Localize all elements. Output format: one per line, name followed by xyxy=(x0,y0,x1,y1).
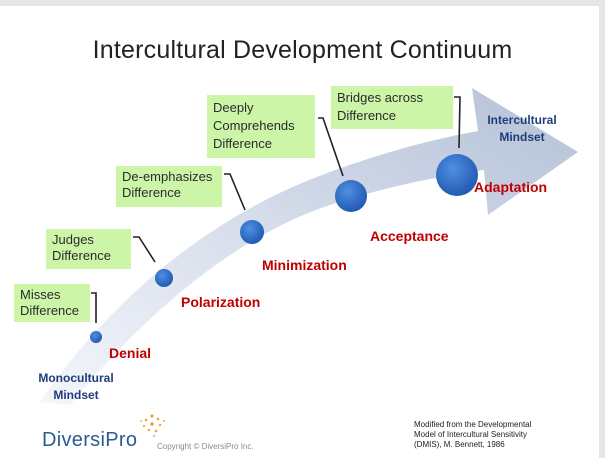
diagram-title: Intercultural Development Continuum xyxy=(92,36,513,64)
stage-marker-adaptation xyxy=(436,154,478,196)
stage-name-denial: Denial xyxy=(109,345,152,361)
stage-marker-polarization xyxy=(155,269,173,287)
stage-name-minimization: Minimization xyxy=(262,257,347,273)
leader-line-acceptance xyxy=(318,117,344,177)
source-credit: Modified from the Developmental Model of… xyxy=(414,420,532,449)
stage-marker-denial xyxy=(90,331,102,343)
stage-description-text: Bridges across Difference xyxy=(337,90,423,123)
stage-name-acceptance: Acceptance xyxy=(370,228,449,244)
stage-description-acceptance: Deeply Comprehends Difference xyxy=(207,95,315,158)
stage-description-adaptation: Bridges across Difference xyxy=(331,86,453,129)
leader-line-minimization xyxy=(224,173,246,211)
stage-marker-minimization xyxy=(240,220,264,244)
stage-description-minimization: De-emphasizes Difference xyxy=(116,166,222,207)
leader-line-denial xyxy=(91,292,97,323)
copyright-text: Copyright © DiversiPro Inc. xyxy=(157,442,254,451)
brand-logo: DiversiPro xyxy=(42,429,138,451)
stage-description-denial: Misses Difference xyxy=(14,284,90,322)
stage-name-adaptation: Adaptation xyxy=(474,179,548,195)
stage-name-polarization: Polarization xyxy=(181,294,261,310)
leader-line-polarization xyxy=(133,236,156,263)
stage-marker-acceptance xyxy=(335,180,367,212)
page-edge-top xyxy=(0,0,605,6)
end-label: Intercultural Mindset xyxy=(487,113,557,144)
stage-description-text: De-emphasizes Difference xyxy=(122,169,213,200)
stage-description-text: Deeply Comprehends Difference xyxy=(213,100,295,151)
leader-line-adaptation xyxy=(454,96,461,149)
page-edge-right xyxy=(599,0,605,458)
stage-description-polarization: Judges Difference xyxy=(46,229,131,269)
start-label: Monocultural Mindset xyxy=(38,371,114,402)
sparkle-icon xyxy=(140,414,165,437)
stage-description-text: Misses Difference xyxy=(20,287,80,318)
stage-description-text: Judges Difference xyxy=(52,232,112,263)
